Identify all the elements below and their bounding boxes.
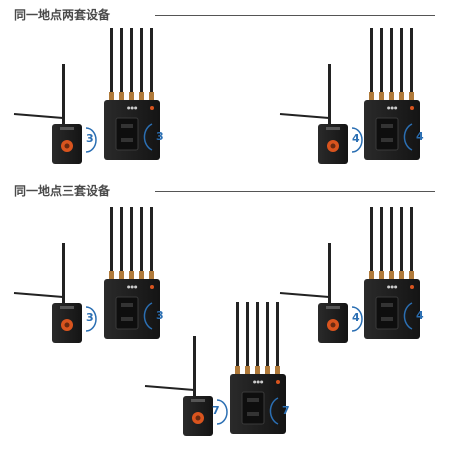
channel-number: 4 — [416, 130, 424, 143]
channel-number: 3 — [156, 130, 164, 143]
section-divider — [155, 15, 435, 16]
channel-arrow-icon — [351, 302, 413, 332]
channel-arrow-icon — [216, 397, 279, 425]
device-set — [279, 27, 421, 165]
channel-number: 3 — [86, 132, 94, 145]
channel-number: 3 — [86, 311, 94, 324]
channel-number: 4 — [352, 311, 360, 324]
channel-number: 3 — [156, 309, 164, 322]
channel-number: 4 — [352, 132, 360, 145]
channel-number: 4 — [416, 309, 424, 322]
section-heading-three-sets: 同一地点三套设备 — [14, 184, 111, 198]
channel-number: 7 — [212, 404, 220, 417]
channel-number: 7 — [282, 404, 290, 417]
channel-arrow-icon — [85, 123, 153, 153]
channel-arrow-icon — [351, 123, 413, 153]
section-heading-two-sets: 同一地点两套设备 — [14, 8, 111, 22]
channel-arrow-icon — [85, 302, 153, 332]
device-set — [279, 206, 421, 344]
section-divider — [155, 191, 435, 192]
